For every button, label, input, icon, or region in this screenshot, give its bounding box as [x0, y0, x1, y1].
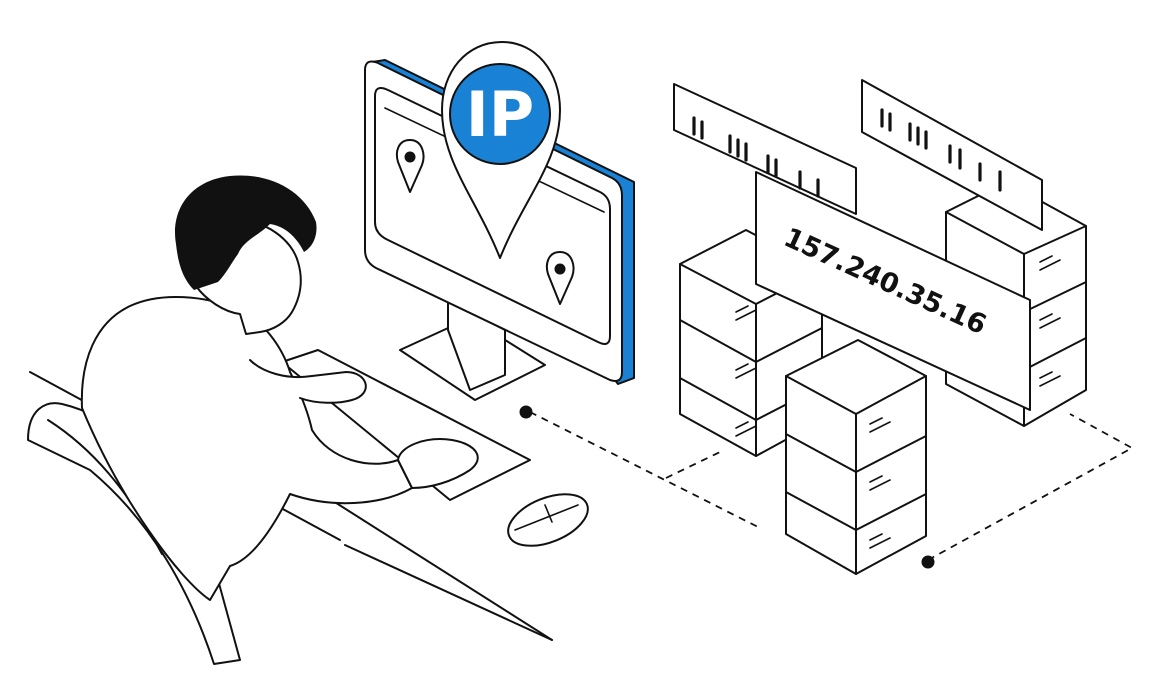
map-pin-icon [395, 139, 425, 193]
mouse [507, 493, 589, 547]
map-pin-icon [545, 251, 575, 305]
server-stack [785, 339, 927, 575]
ip-location-pin: IP [441, 41, 561, 259]
network-lines [519, 405, 1134, 569]
barcode-tag [861, 79, 1043, 231]
ip-badge-label: IP [466, 78, 535, 151]
person [27, 175, 479, 665]
barcode-tag [673, 83, 857, 215]
